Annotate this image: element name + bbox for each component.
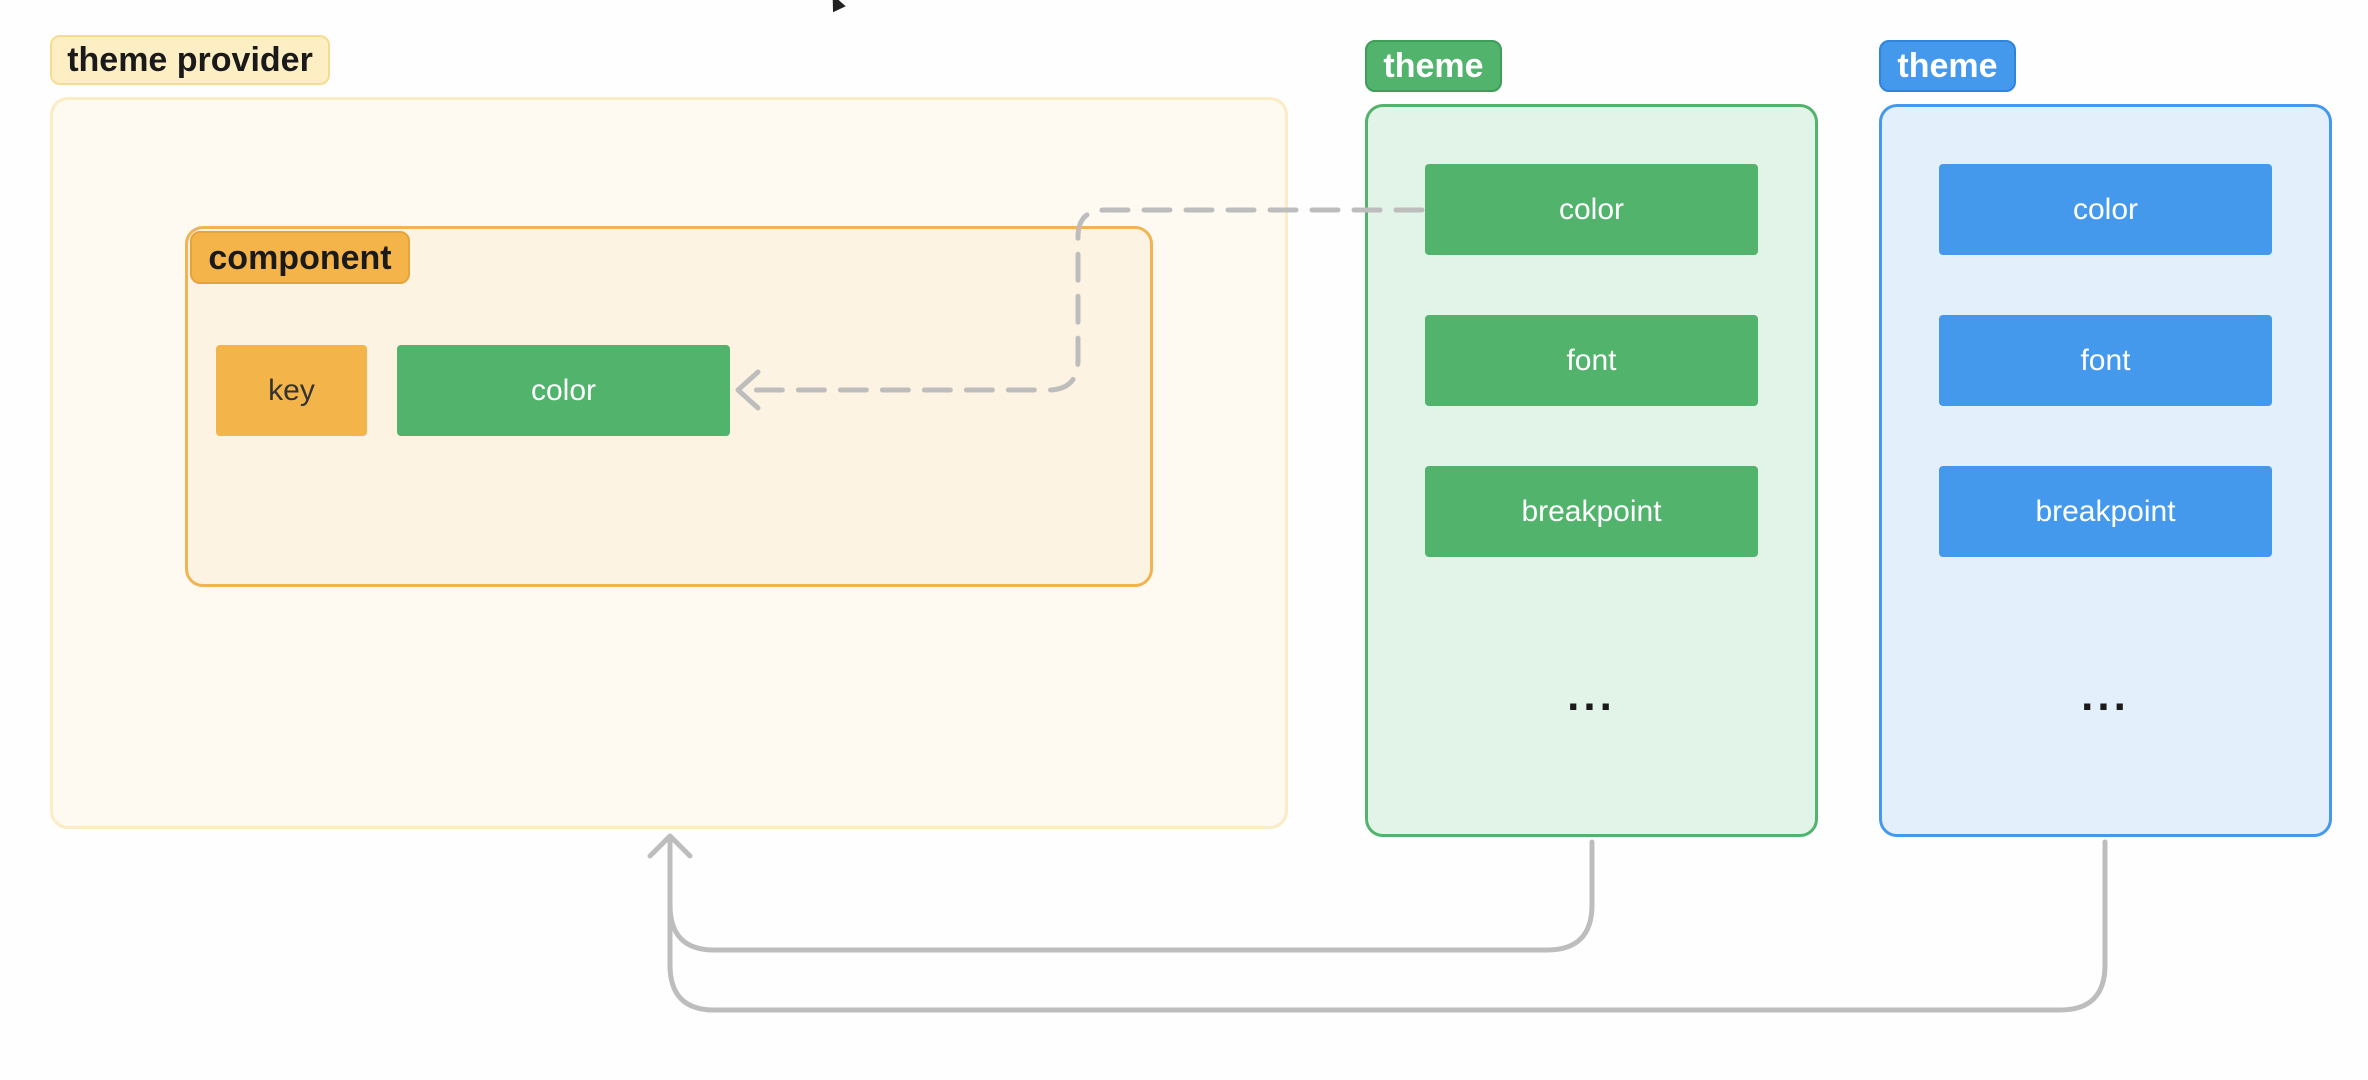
theme-provider-label: theme provider: [50, 35, 330, 85]
green-theme-color-box: color: [1425, 164, 1758, 255]
green-theme-more-ellipsis: ...: [1567, 671, 1616, 720]
blue-theme-label: theme: [1879, 40, 2016, 92]
blue-theme-font-box: font: [1939, 315, 2272, 406]
green-theme-connector: [667, 837, 1595, 953]
component-label: component: [190, 231, 410, 284]
green-theme-breakpoint-box: breakpoint: [1425, 466, 1758, 557]
component-key-box: key: [216, 345, 367, 436]
mouse-cursor-icon: [826, 0, 846, 13]
green-theme-font-box: font: [1425, 315, 1758, 406]
provider-arrowhead: [647, 833, 693, 859]
blue-theme-more-ellipsis: ...: [2081, 671, 2130, 720]
component-color-box: color: [397, 345, 730, 436]
green-theme-label: theme: [1365, 40, 1502, 92]
blue-theme-color-box: color: [1939, 164, 2272, 255]
blue-theme-breakpoint-box: breakpoint: [1939, 466, 2272, 557]
blue-theme-connector: [667, 837, 2108, 1013]
